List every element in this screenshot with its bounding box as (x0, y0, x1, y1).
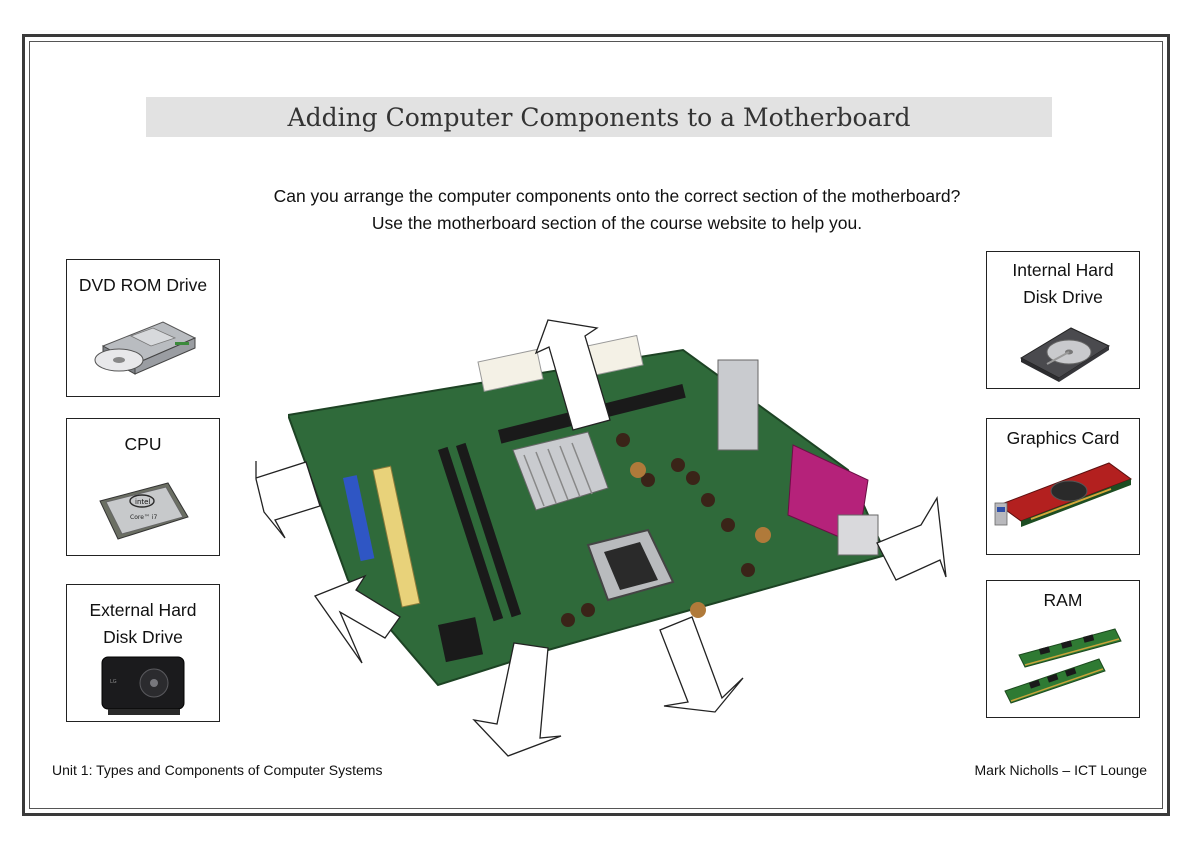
arrow-left-lower-icon (313, 574, 401, 664)
footer-unit-text: Unit 1: Types and Components of Computer… (52, 762, 383, 778)
instruction-line-2: Use the motherboard section of the cours… (371, 213, 863, 233)
graphics-card-icon (994, 462, 1133, 527)
arrow-left-upper-icon (255, 461, 321, 539)
external-hdd-card[interactable]: External Hard Disk Drive LG (66, 584, 220, 722)
cpu-card[interactable]: CPU intel Core™ i7 (66, 418, 220, 556)
cpu-socket (586, 528, 675, 602)
arrow-up-icon (534, 319, 611, 431)
cpu-chip-icon: intel Core™ i7 (99, 482, 189, 540)
heatsink (512, 431, 609, 511)
dvd-drive-card[interactable]: DVD ROM Drive (66, 259, 220, 397)
cpu-model-text: Core™ i7 (130, 514, 157, 521)
internal-hdd-card[interactable]: Internal Hard Disk Drive (986, 251, 1140, 389)
ram-slots (438, 442, 522, 622)
page-title: Adding Computer Components to a Motherbo… (287, 103, 911, 132)
arrow-down-right-icon (659, 616, 744, 713)
ram-module-icon (1004, 628, 1122, 704)
arrow-down-left-icon (472, 642, 562, 757)
cpu-brand-text: intel (135, 498, 150, 506)
chipset (438, 617, 484, 663)
external-hdd-label-line1: External Hard (89, 600, 197, 620)
graphics-card-card[interactable]: Graphics Card (986, 418, 1140, 555)
instruction-line-1: Can you arrange the computer components … (273, 186, 961, 206)
title-bar: Adding Computer Components to a Motherbo… (146, 97, 1052, 137)
inner-border (29, 41, 1163, 809)
sata-connector-blue (343, 475, 375, 562)
external-hdd-label-line2: Disk Drive (103, 627, 183, 647)
io-ports (717, 359, 879, 556)
ram-card[interactable]: RAM (986, 580, 1140, 718)
arrow-right-icon (876, 496, 947, 581)
svg-text:LG: LG (110, 679, 117, 685)
outer-border (22, 34, 1170, 816)
dvd-drive-icon (94, 321, 197, 375)
graphics-card-label: Graphics Card (1006, 428, 1120, 448)
cpu-label: CPU (124, 434, 162, 454)
dvd-drive-label: DVD ROM Drive (78, 275, 208, 295)
motherboard-image (288, 334, 888, 687)
internal-hdd-label: Internal Hard Disk Drive (987, 257, 1139, 311)
external-hard-drive-icon: LG (101, 656, 185, 715)
external-hdd-label: External Hard Disk Drive (67, 597, 219, 651)
internal-hard-drive-icon (1019, 327, 1111, 382)
footer-author-text: Mark Nicholls – ICT Lounge (974, 762, 1147, 778)
chokes (630, 462, 771, 618)
capacitors (561, 433, 755, 627)
ram-label: RAM (1043, 590, 1083, 610)
ide-connector (372, 465, 421, 608)
internal-hdd-label-line1: Internal Hard (1012, 260, 1114, 280)
internal-hdd-label-line2: Disk Drive (1023, 287, 1103, 307)
